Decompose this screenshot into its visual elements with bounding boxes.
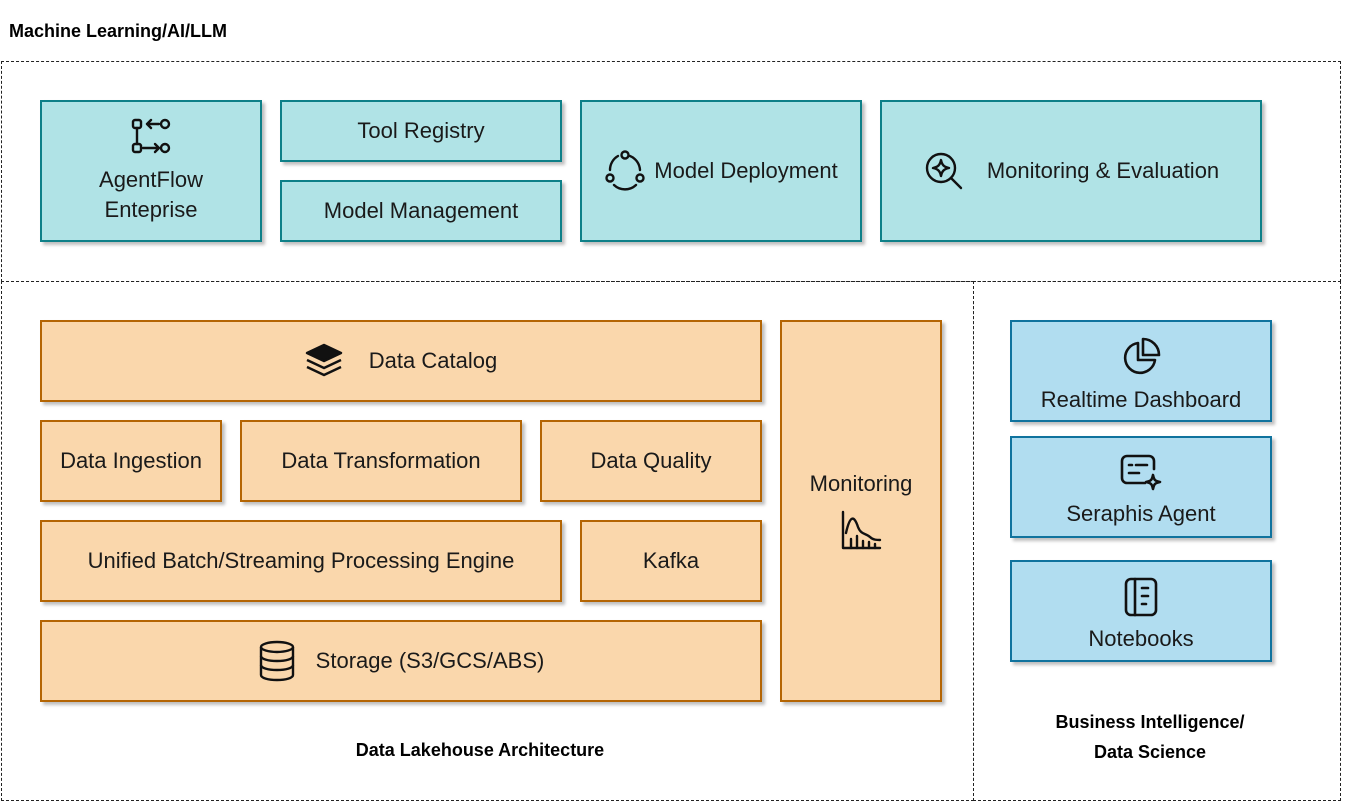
data-ingestion-box[interactable]: Data Ingestion <box>40 420 222 502</box>
data-catalog-label: Data Catalog <box>368 348 498 373</box>
monitoring-evaluation-label: Monitoring & Evaluation <box>986 158 1220 183</box>
agentflow-label-line1: AgentFlow <box>99 167 203 192</box>
kafka-box[interactable]: Kafka <box>580 520 762 602</box>
lakehouse-region-title: Data Lakehouse Architecture <box>355 740 605 760</box>
ml-region-title: Machine Learning/AI/LLM <box>9 21 228 41</box>
notebooks-label: Notebooks <box>1088 626 1194 651</box>
seraphis-agent-label: Seraphis Agent <box>1066 501 1216 526</box>
seraphis-agent-box[interactable]: Seraphis Agent <box>1010 436 1272 538</box>
search-sparkle-icon <box>923 150 965 192</box>
tool-registry-box[interactable]: Tool Registry <box>280 100 562 162</box>
database-icon <box>258 640 296 682</box>
data-ingestion-label: Data Ingestion <box>60 448 202 473</box>
data-transformation-box[interactable]: Data Transformation <box>240 420 522 502</box>
bi-region <box>973 281 1341 801</box>
chat-sparkle-icon <box>1119 453 1163 493</box>
data-catalog-box[interactable]: Data Catalog <box>40 320 762 402</box>
monitoring-evaluation-box[interactable]: Monitoring & Evaluation <box>880 100 1262 242</box>
data-quality-box[interactable]: Data Quality <box>540 420 762 502</box>
tool-registry-label: Tool Registry <box>357 118 485 143</box>
monitoring-box[interactable]: Monitoring <box>780 320 942 702</box>
storage-label: Storage (S3/GCS/ABS) <box>315 648 545 673</box>
bi-region-title-line1: Business Intelligence/ <box>1055 712 1245 732</box>
model-management-label: Model Management <box>323 198 519 223</box>
model-deployment-label: Model Deployment <box>654 158 838 183</box>
cycle-icon <box>604 150 646 192</box>
agentflow-box[interactable]: AgentFlow Enteprise <box>40 100 262 242</box>
agentflow-label-line2: Enteprise <box>104 197 198 222</box>
storage-box[interactable]: Storage (S3/GCS/ABS) <box>40 620 762 702</box>
kafka-label: Kafka <box>642 548 700 573</box>
workflow-icon <box>130 117 172 159</box>
realtime-dashboard-box[interactable]: Realtime Dashboard <box>1010 320 1272 422</box>
layers-icon <box>305 342 343 380</box>
model-deployment-box[interactable]: Model Deployment <box>580 100 862 242</box>
processing-engine-label: Unified Batch/Streaming Processing Engin… <box>87 548 515 573</box>
bi-region-title: Business Intelligence/ Data Science <box>973 707 1327 767</box>
notebook-icon <box>1123 576 1159 618</box>
model-management-box[interactable]: Model Management <box>280 180 562 242</box>
processing-engine-box[interactable]: Unified Batch/Streaming Processing Engin… <box>40 520 562 602</box>
bi-region-title-line2: Data Science <box>1093 742 1207 762</box>
monitoring-label: Monitoring <box>809 471 913 496</box>
notebooks-box[interactable]: Notebooks <box>1010 560 1272 662</box>
data-quality-label: Data Quality <box>590 448 712 473</box>
data-transformation-label: Data Transformation <box>281 448 481 473</box>
pie-chart-icon <box>1121 337 1161 377</box>
chart-icon <box>840 509 882 551</box>
realtime-dashboard-label: Realtime Dashboard <box>1040 387 1242 412</box>
